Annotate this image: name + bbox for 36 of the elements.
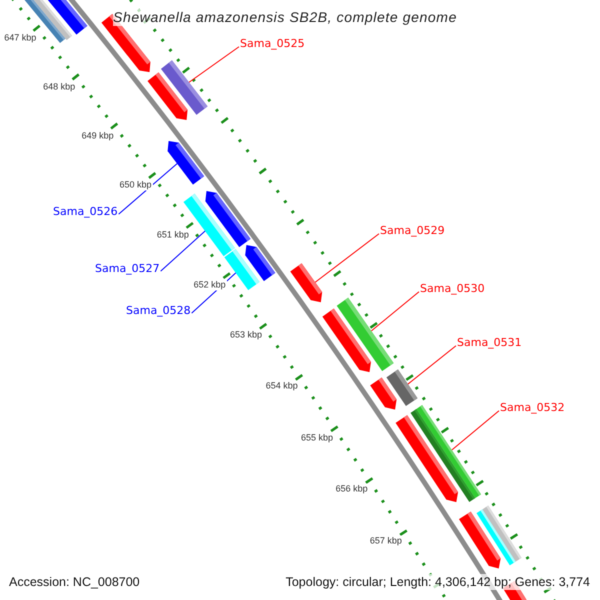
scale-label: 650 kbp bbox=[118, 180, 152, 191]
gene-label: Sama_0527 bbox=[95, 262, 160, 275]
gene-label: Sama_0532 bbox=[500, 401, 565, 414]
scale-label: 648 kbp bbox=[42, 81, 76, 92]
scale-label: 654 kbp bbox=[264, 380, 299, 392]
gene-label: Sama_0525 bbox=[240, 37, 305, 50]
leader-line bbox=[314, 233, 380, 283]
leader-line bbox=[451, 410, 500, 450]
gene-block bbox=[416, 405, 482, 498]
gene-block bbox=[168, 140, 204, 185]
genome-summary-text: Topology: circular; Length: 4,306,142 bp; Genes: 3,774 bbox=[284, 574, 591, 590]
gene-label: Sama_0531 bbox=[457, 336, 522, 349]
leader-line bbox=[160, 230, 206, 272]
gene-label: Sama_0530 bbox=[420, 282, 485, 295]
leader-line bbox=[407, 345, 456, 385]
gene-block bbox=[290, 263, 322, 302]
scale-label: 657 kbp bbox=[368, 536, 403, 547]
gene-label: Sama_0528 bbox=[126, 304, 191, 317]
leader-line bbox=[188, 46, 240, 83]
leader-line bbox=[118, 163, 178, 215]
gene-block bbox=[386, 369, 418, 406]
title: Shewanella amazonensis SB2B, complete genome bbox=[113, 9, 457, 26]
scale-label: 649 kbp bbox=[80, 130, 115, 142]
gene-block bbox=[336, 298, 394, 372]
scale-label: 652 kbp bbox=[192, 279, 227, 290]
scale-label: 655 kbp bbox=[300, 432, 334, 444]
leader-line bbox=[370, 291, 420, 332]
scale-label: 647 kbp bbox=[3, 32, 38, 44]
accession-text: Accession: NC_008700 bbox=[8, 574, 141, 590]
scale-label: 653 kbp bbox=[228, 330, 263, 341]
gene-block bbox=[160, 60, 208, 115]
gene-label: Sama_0526 bbox=[53, 205, 118, 218]
scale-label: 651 kbp bbox=[156, 229, 190, 240]
gene-block bbox=[224, 248, 260, 290]
scale-label: 656 kbp bbox=[334, 484, 369, 495]
gene-label: Sama_0529 bbox=[380, 224, 445, 237]
